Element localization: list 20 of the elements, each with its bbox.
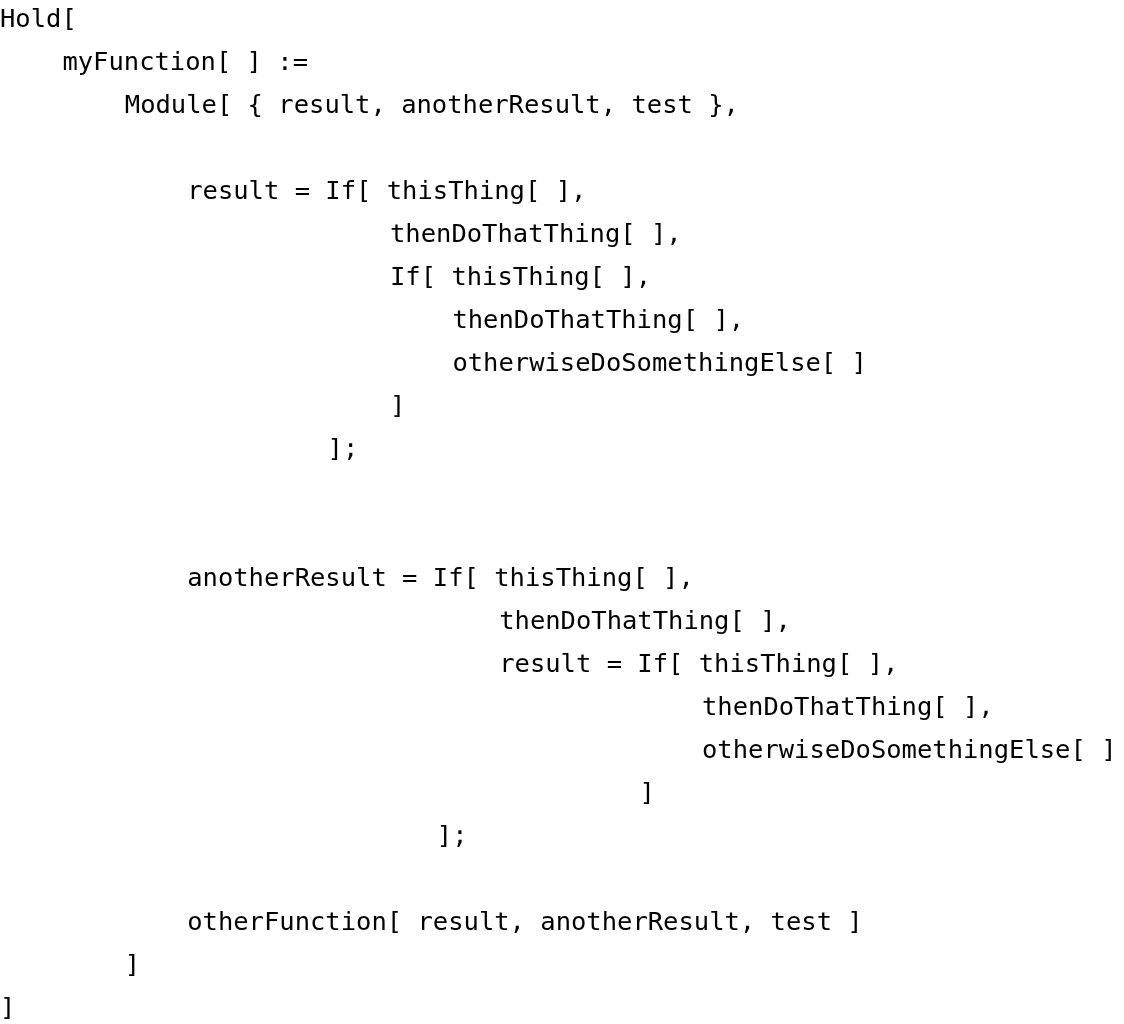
code-line: otherwiseDoSomethingElse[ ] (702, 734, 1117, 764)
code-line: ]; (436, 820, 468, 850)
code-line: ] (0, 992, 16, 1022)
code-line: If[ thisThing[ ], (390, 261, 651, 291)
code-line: thenDoThatThing[ ], (390, 218, 682, 248)
code-line: Module[ { result, anotherResult, test }, (124, 89, 739, 119)
code-line: ] (124, 949, 141, 979)
code-line: ]; (327, 433, 359, 463)
code-line: ] (390, 390, 406, 420)
code-line: result = If[ thisThing[ ], (499, 648, 899, 678)
code-line: otherwiseDoSomethingElse[ ] (452, 347, 867, 377)
code-line: thenDoThatThing[ ], (499, 605, 791, 635)
code-line: thenDoThatThing[ ], (452, 304, 745, 334)
code-line: ] (639, 777, 655, 807)
code-line: otherFunction[ result, anotherResult, test ] (187, 906, 863, 936)
code-line: anotherResult = If[ thisThing[ ], (187, 562, 694, 592)
code-line: Hold[ (0, 3, 77, 33)
code-line: myFunction[ ] := (62, 46, 309, 76)
code-line: thenDoThatThing[ ], (702, 691, 994, 721)
code-line: result = If[ thisThing[ ], (187, 175, 587, 205)
